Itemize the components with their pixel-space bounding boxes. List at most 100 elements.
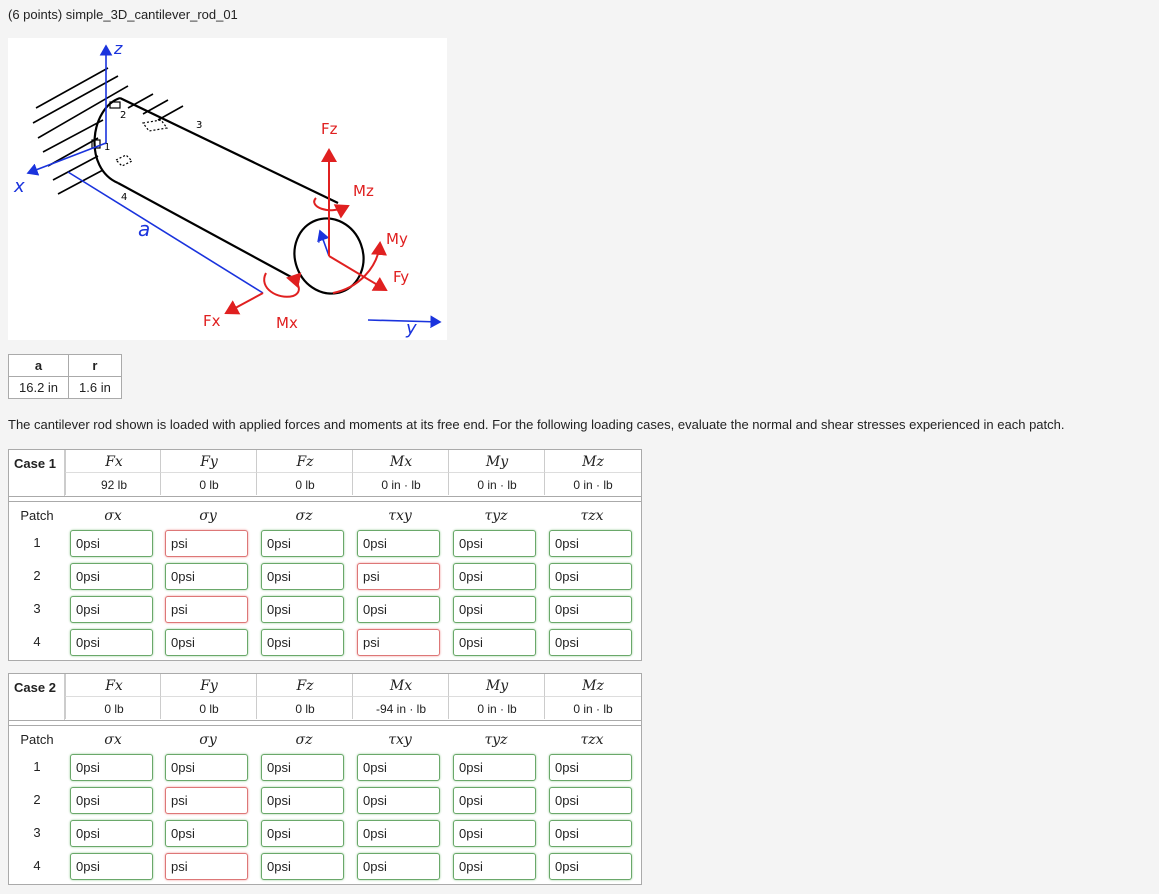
stress-answer-input[interactable]: 0psi	[453, 820, 536, 847]
stress-answer-input[interactable]: 0psi	[357, 787, 440, 814]
patch-number: 3	[33, 825, 41, 840]
stress-answer-input[interactable]: 0psi	[70, 530, 153, 557]
stress-answer-input[interactable]: 0psi	[453, 596, 536, 623]
stress-answer-input[interactable]: 0psi	[453, 787, 536, 814]
radius-label: r	[318, 235, 323, 246]
patch-markers	[91, 101, 169, 167]
load-value: 0 in · lb	[544, 696, 641, 719]
stress-answer-input[interactable]: psi	[357, 563, 440, 590]
wall-hatching	[32, 67, 184, 195]
stress-answer-input[interactable]: 0psi	[357, 530, 440, 557]
stress-answer-input[interactable]: 0psi	[261, 596, 344, 623]
load-symbol: Mz	[544, 450, 641, 472]
stress-answer-input[interactable]: 0psi	[549, 853, 632, 880]
stress-symbol: σz	[295, 508, 313, 524]
stress-symbol: σx	[104, 732, 122, 748]
stress-answer-input[interactable]: 0psi	[453, 629, 536, 656]
stress-answer-input[interactable]: 0psi	[549, 530, 632, 557]
stress-answer-input[interactable]: 0psi	[70, 754, 153, 781]
stress-answer-input[interactable]: 0psi	[261, 787, 344, 814]
page-title: (6 points) simple_3D_cantilever_rod_01	[8, 7, 238, 22]
stress-answer-input[interactable]: 0psi	[549, 596, 632, 623]
patch-number: 1	[33, 535, 41, 550]
stress-answer-input[interactable]: 0psi	[357, 853, 440, 880]
case-label: Case 1	[9, 450, 65, 496]
stress-symbol: τxy	[388, 732, 412, 748]
stress-symbol: τzx	[580, 732, 604, 748]
patch-4-label: 4	[121, 192, 127, 203]
load-symbol: My	[448, 674, 545, 696]
stress-answer-input[interactable]: 0psi	[549, 787, 632, 814]
stress-answer-input[interactable]: 0psi	[549, 563, 632, 590]
my-label: My	[386, 230, 408, 248]
z-axis-label: z	[113, 39, 123, 58]
stress-answer-input[interactable]: psi	[165, 596, 248, 623]
stress-answer-input[interactable]: 0psi	[165, 629, 248, 656]
dim-header-r: r	[68, 354, 122, 377]
stress-answer-input[interactable]: 0psi	[261, 754, 344, 781]
stress-answer-input[interactable]: 0psi	[165, 563, 248, 590]
load-symbol: Fx	[65, 450, 162, 472]
load-symbol: Fz	[256, 450, 353, 472]
fz-label: Fz	[321, 120, 338, 138]
stress-answer-input[interactable]: psi	[165, 853, 248, 880]
mx-arrow	[263, 272, 302, 298]
y-axis-label: y	[405, 318, 417, 339]
stress-symbol: τyz	[484, 732, 508, 748]
stress-answer-input[interactable]: 0psi	[261, 563, 344, 590]
stress-answer-input[interactable]: 0psi	[70, 820, 153, 847]
stress-symbol: τzx	[580, 508, 604, 524]
stress-answer-input[interactable]: 0psi	[261, 820, 344, 847]
stress-answer-input[interactable]: 0psi	[261, 853, 344, 880]
stress-answer-input[interactable]: 0psi	[453, 530, 536, 557]
stress-symbol: τyz	[484, 508, 508, 524]
length-label: a	[138, 217, 150, 241]
stress-answer-input[interactable]: psi	[165, 530, 248, 557]
stress-symbol: σy	[199, 508, 217, 524]
stress-answer-input[interactable]: 0psi	[70, 596, 153, 623]
stress-answer-input[interactable]: 0psi	[549, 629, 632, 656]
cantilever-rod-figure: 1 2 3 4 z x y a r F	[8, 38, 447, 340]
fx-label: Fx	[203, 312, 221, 330]
patch-number: 1	[33, 759, 41, 774]
load-symbol: Mx	[352, 450, 449, 472]
radius-arrow	[317, 229, 330, 257]
load-symbol: Mz	[544, 674, 641, 696]
load-symbol: Fz	[256, 674, 353, 696]
stress-answer-input[interactable]: 0psi	[261, 629, 344, 656]
stress-answer-input[interactable]: 0psi	[453, 853, 536, 880]
stress-answer-input[interactable]: 0psi	[261, 530, 344, 557]
stress-answer-input[interactable]: 0psi	[165, 754, 248, 781]
stress-answer-input[interactable]: 0psi	[70, 853, 153, 880]
stress-answer-input[interactable]: psi	[165, 787, 248, 814]
rod-diagram: 1 2 3 4 z x y a r F	[13, 39, 442, 339]
load-value: 0 lb	[160, 472, 257, 495]
stress-answer-input[interactable]: 0psi	[453, 754, 536, 781]
patch-number: 4	[33, 634, 41, 649]
header-divider	[9, 720, 641, 726]
stress-answer-input[interactable]: 0psi	[357, 754, 440, 781]
load-value: 92 lb	[65, 472, 162, 495]
load-value: 0 lb	[160, 696, 257, 719]
load-value: -94 in · lb	[352, 696, 449, 719]
stress-answer-input[interactable]: 0psi	[549, 820, 632, 847]
stress-answer-input[interactable]: 0psi	[70, 629, 153, 656]
stress-answer-input[interactable]: 0psi	[549, 754, 632, 781]
mz-label: Mz	[353, 182, 374, 200]
stress-answer-input[interactable]: 0psi	[357, 596, 440, 623]
stress-answer-input[interactable]: 0psi	[453, 563, 536, 590]
stress-answer-input[interactable]: 0psi	[357, 820, 440, 847]
load-value: 0 in · lb	[544, 472, 641, 495]
patch-number: 4	[33, 858, 41, 873]
load-symbol: Mx	[352, 674, 449, 696]
stress-answer-input[interactable]: 0psi	[70, 787, 153, 814]
stress-answer-input[interactable]: psi	[357, 629, 440, 656]
stress-answer-input[interactable]: 0psi	[70, 563, 153, 590]
y-axis-arrow	[367, 315, 442, 329]
load-symbol: My	[448, 450, 545, 472]
stress-answer-input[interactable]: 0psi	[165, 820, 248, 847]
load-value: 0 lb	[256, 696, 353, 719]
fy-label: Fy	[393, 268, 409, 286]
stress-symbol: σx	[104, 508, 122, 524]
